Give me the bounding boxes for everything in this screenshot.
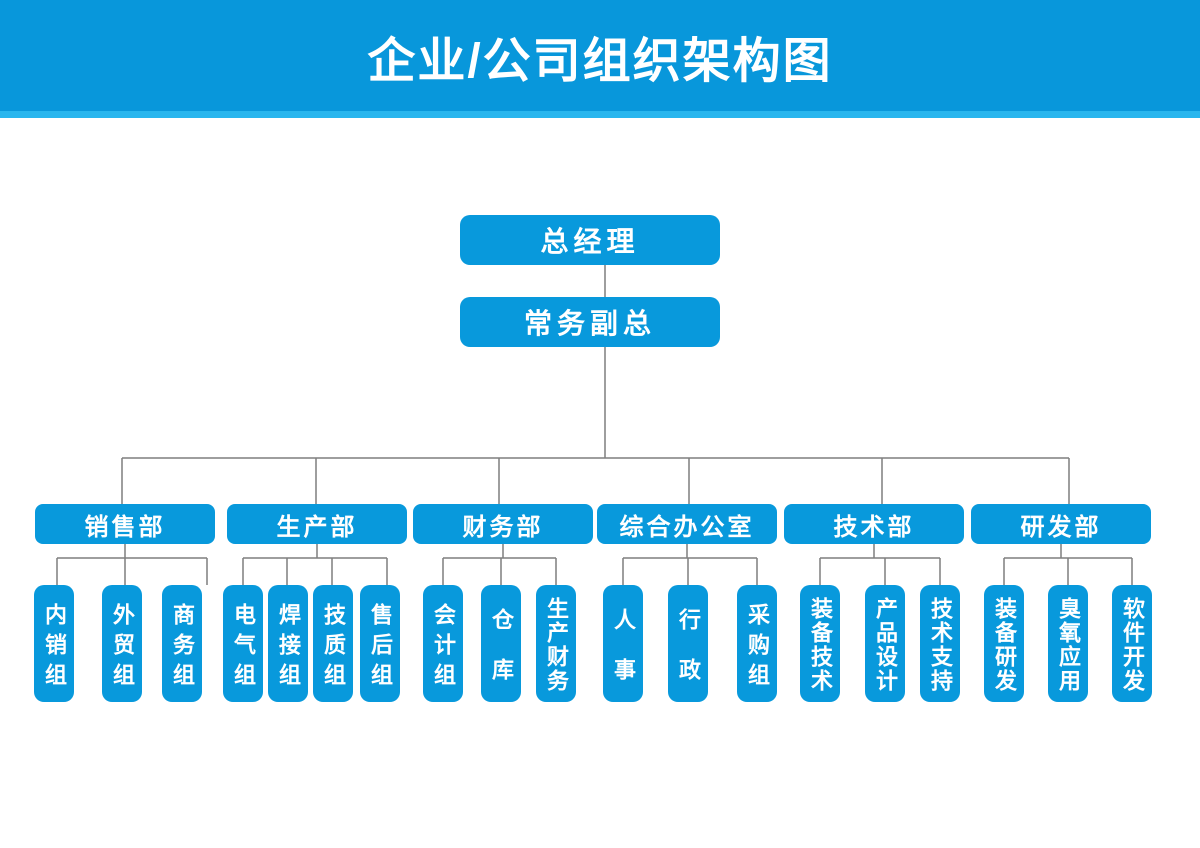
node-label: 装备研发 [992,596,1017,693]
node-label: 外贸组 [110,602,135,693]
node-label: 人事 [611,607,636,708]
node-team-business: 商务组 [162,585,202,702]
node-general-manager: 总经理 [460,215,720,265]
node-team-warehouse: 仓库 [481,585,521,708]
node-label: 商务组 [170,602,195,693]
node-team-tech-support: 技术支持 [920,585,960,702]
node-team-ozone-application: 臭氧应用 [1048,585,1088,702]
node-executive-vice-president: 常务副总 [460,297,720,347]
node-label: 行政 [676,607,701,708]
node-dept-technology: 技术部 [784,504,964,544]
node-team-software-dev: 软件开发 [1112,585,1152,702]
node-team-product-design: 产品设计 [865,585,905,702]
node-label: 技质组 [321,602,346,693]
node-team-production-finance: 生产财务 [536,585,576,702]
node-team-electrical: 电气组 [223,585,263,702]
node-dept-production: 生产部 [227,504,407,544]
node-label: 生产财务 [544,596,569,693]
node-label: 电气组 [231,602,256,693]
node-label: 装备技术 [808,596,833,693]
node-team-welding: 焊接组 [268,585,308,702]
node-label: 臭氧应用 [1056,596,1081,693]
node-label: 产品设计 [873,596,898,693]
node-team-hr: 人事 [603,585,643,708]
node-team-accounting: 会计组 [423,585,463,702]
node-label: 采购组 [745,602,770,693]
node-label: 内销组 [42,602,67,693]
banner-accent-strip [0,111,1200,118]
node-dept-sales: 销售部 [35,504,215,544]
node-label: 焊接组 [276,602,301,693]
node-team-purchasing: 采购组 [737,585,777,702]
title-banner: 企业/公司组织架构图 [0,0,1200,111]
node-label: 售后组 [368,602,393,693]
node-label: 软件开发 [1120,596,1145,693]
node-dept-general-office: 综合办公室 [597,504,777,544]
node-dept-finance: 财务部 [413,504,593,544]
node-label: 会计组 [431,602,456,693]
node-team-administration: 行政 [668,585,708,708]
node-team-foreign-trade: 外贸组 [102,585,142,702]
node-label: 仓库 [489,607,514,708]
node-team-equipment-tech: 装备技术 [800,585,840,702]
node-label: 技术支持 [928,596,953,693]
node-dept-rnd: 研发部 [971,504,1151,544]
node-team-equipment-rnd: 装备研发 [984,585,1024,702]
node-team-domestic-sales: 内销组 [34,585,74,702]
node-team-tech-quality: 技质组 [313,585,353,702]
page-title: 企业/公司组织架构图 [367,34,833,88]
node-team-after-sales: 售后组 [360,585,400,702]
